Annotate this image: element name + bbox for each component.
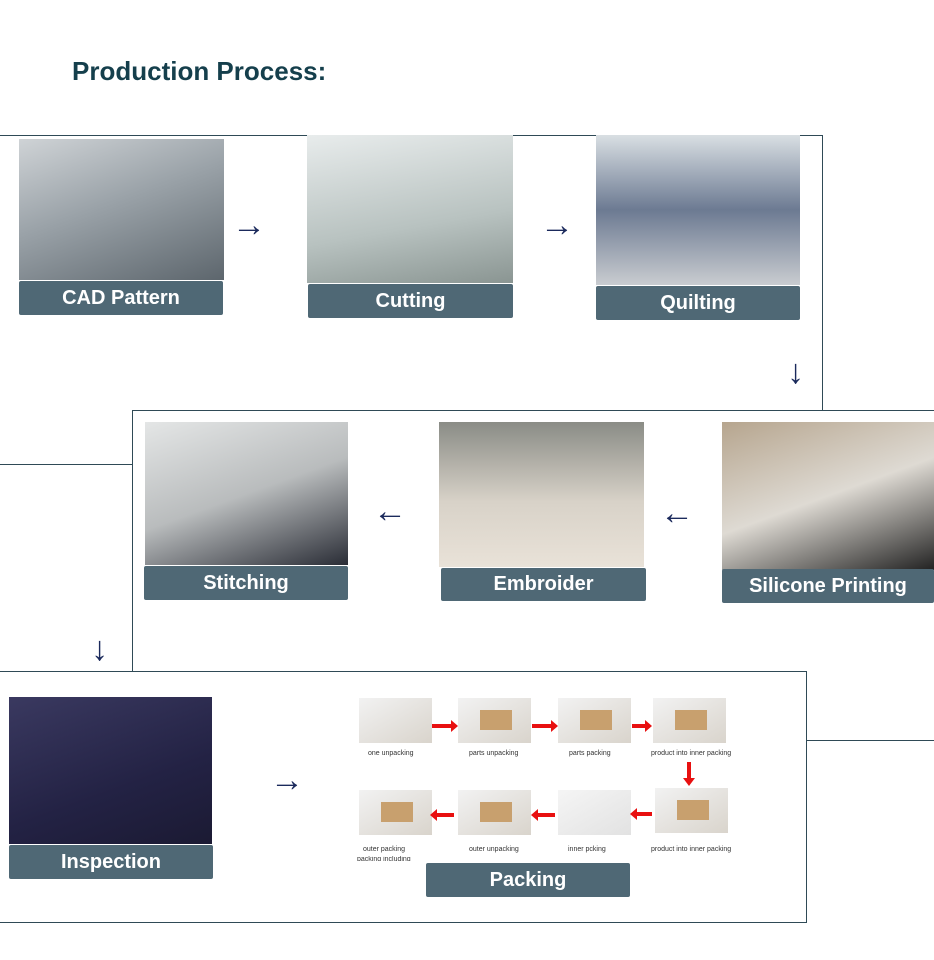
quilting-photo xyxy=(596,135,800,285)
stitching-photo xyxy=(145,422,348,565)
arrow-right-icon: → xyxy=(270,761,304,799)
frame-line xyxy=(822,135,823,411)
packing-step-caption: parts unpacking xyxy=(469,750,519,757)
frame-line xyxy=(132,410,934,411)
packing-step-photo xyxy=(655,788,728,833)
packing-step-caption: inner pcking xyxy=(568,846,606,853)
packing-step-caption: outer packing xyxy=(363,846,406,853)
frame-line xyxy=(132,410,133,671)
packing-arrow-icon xyxy=(632,720,652,732)
packing-arrow-icon xyxy=(531,809,555,821)
frame-line xyxy=(806,671,807,923)
inspection-label: Inspection xyxy=(9,845,213,879)
arrow-left-icon: ← xyxy=(660,494,694,532)
packing-step-photo xyxy=(653,698,726,743)
cad-pattern-label: CAD Pattern xyxy=(19,281,223,315)
page-title: Production Process: xyxy=(72,56,327,86)
packing-step-photo xyxy=(458,698,531,743)
packing-step-caption: outer unpacking xyxy=(469,846,519,853)
packing-arrow-icon xyxy=(432,720,458,732)
packing-note: packing including xyxy=(357,856,411,861)
packing-step-caption: product into inner packing xyxy=(651,846,732,853)
frame-line xyxy=(0,464,132,465)
packing-step-photo xyxy=(558,698,631,743)
inspection-photo xyxy=(9,697,212,844)
frame-line xyxy=(0,671,807,672)
cad-pattern-photo xyxy=(19,139,224,280)
embroider-photo xyxy=(439,422,644,567)
arrow-down-icon: ↓ xyxy=(91,630,108,668)
cutting-photo xyxy=(307,135,513,283)
stitching-label: Stitching xyxy=(144,566,348,600)
silicone-printing-photo xyxy=(722,422,934,570)
cutting-label: Cutting xyxy=(308,284,513,318)
packing-step-photo xyxy=(458,790,531,835)
packing-step-caption: product into inner packing xyxy=(651,750,732,757)
packing-step-photo xyxy=(359,790,432,835)
frame-line xyxy=(806,740,934,741)
packing-step-photo xyxy=(359,698,432,743)
packing-arrow-icon xyxy=(687,762,691,778)
quilting-label: Quilting xyxy=(596,286,800,320)
packing-label: Packing xyxy=(426,863,630,897)
packing-step-caption: one unpacking xyxy=(368,750,414,757)
packing-arrow-icon xyxy=(430,809,454,821)
packing-arrow-icon xyxy=(630,808,652,820)
packing-step-caption: parts packing xyxy=(569,750,611,757)
arrow-down-icon: ↓ xyxy=(787,353,804,391)
embroider-label: Embroider xyxy=(441,568,646,601)
arrow-left-icon: ← xyxy=(373,492,407,530)
frame-line xyxy=(0,922,807,923)
silicone-printing-label: Silicone Printing xyxy=(722,569,934,603)
packing-arrow-icon xyxy=(532,720,558,732)
packing-step-photo xyxy=(558,790,631,835)
packing-arrow-icon xyxy=(683,778,695,786)
arrow-right-icon: → xyxy=(540,206,574,244)
arrow-right-icon: → xyxy=(232,206,266,244)
